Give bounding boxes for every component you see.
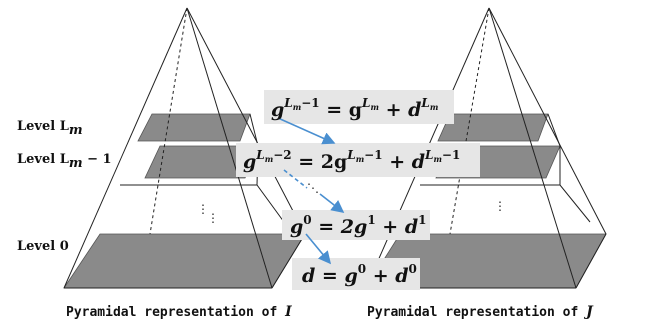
eq4-mid: = g (315, 265, 357, 287)
left-dots-1: ⋮ (197, 202, 209, 216)
eq4-plus: + d (366, 265, 408, 287)
equation-2: gLm−2 = 2gLm−1 + dLm−1 (243, 148, 460, 173)
eq3-lhs-sup: 0 (303, 213, 311, 227)
caption-right-var: J (583, 304, 594, 320)
level-lm1-text: Level L (17, 152, 69, 167)
eq1-d-sup: L (420, 96, 429, 110)
eq2-d-sup: L (424, 148, 433, 162)
caption-left-text: Pyramidal representation of (66, 305, 285, 320)
right-level-lm (437, 113, 549, 142)
level-lm1-label: Level Lm − 1 (17, 152, 112, 171)
eq1-lhs-sup-sub: m (293, 102, 301, 112)
caption-right: Pyramidal representation of J (367, 304, 594, 320)
right-lm-side (547, 113, 561, 147)
left-base-right (271, 233, 306, 289)
left-level-lm1 (144, 145, 259, 179)
left-edge-front-right (186, 7, 273, 289)
level-lm-text: Level L (17, 119, 69, 134)
eq3-mid-sup: 1 (367, 213, 375, 227)
eq3-mid: = 2g (312, 216, 368, 238)
eq1-mid: = g (320, 99, 362, 121)
eq1-lhs-sup: L (283, 96, 292, 110)
left-pyramid (63, 7, 306, 289)
equation-1: gLm−1 = gLm + dLm (271, 96, 438, 121)
caption-right-text: Pyramidal representation of (367, 305, 586, 320)
eq2-mid: = 2g (292, 151, 348, 173)
level-lm-sub: m (69, 123, 83, 138)
eq4-lhs: d (302, 265, 315, 287)
eq1-d-sup-sub: m (430, 102, 438, 112)
mid-dots: ⋱ (307, 181, 319, 195)
eq2-mid-sup-tail: −1 (364, 148, 382, 162)
arrow-eq1-eq2 (277, 117, 336, 145)
eq2-lhs-sup: L (255, 148, 264, 162)
eq3-lhs: g (290, 216, 303, 238)
eq1-mid-sup-sub: m (370, 102, 378, 112)
level-0-label: Level 0 (17, 239, 69, 254)
right-edge-back-left (449, 7, 490, 235)
eq2-d-sup-sub: m (433, 154, 441, 164)
right-edge-front-right (488, 7, 577, 289)
level-lm-label: Level Lm (17, 119, 83, 138)
eq2-mid-sup: L (346, 148, 355, 162)
left-edge-back-left (149, 7, 188, 235)
eq1-lhs-sup-tail: −1 (301, 96, 319, 110)
caption-left-var: I (284, 304, 292, 320)
eq4-box (292, 258, 420, 290)
right-edge-back-right (488, 7, 607, 235)
eq3-plus: + d (376, 216, 418, 238)
eq4-d-sup: 0 (409, 262, 417, 276)
equation-3: g0 = 2g1 + d1 (290, 213, 426, 238)
arrow-eq2-dots (283, 169, 308, 189)
eq2-mid-sup-sub: m (356, 154, 364, 164)
eq1-box (264, 90, 454, 124)
equation-4: d = g0 + d0 (302, 262, 417, 287)
left-dots-2: ⋮ (207, 211, 219, 225)
right-pyramid (365, 7, 607, 289)
level-lm1-tail: − 1 (83, 152, 112, 167)
right-dots: ⋮ (494, 199, 506, 213)
eq1-plus: + d (379, 99, 421, 121)
arrow-dots-eq3 (319, 193, 345, 213)
level-lm1-sub: m (69, 156, 83, 171)
eq2-d-sup-tail: −1 (442, 148, 460, 162)
eq1-lhs: g (271, 99, 284, 121)
left-edge-back-right (186, 7, 306, 235)
eq2-lhs-sup-sub: m (265, 154, 273, 164)
arrow-eq3-eq4 (305, 233, 332, 265)
left-level-lm (137, 113, 251, 142)
caption-left: Pyramidal representation of I (66, 304, 292, 320)
left-lm-side (249, 113, 259, 147)
eq1-mid-sup: L (361, 96, 370, 110)
eq4-mid-sup: 0 (358, 262, 366, 276)
eq2-lhs-sup-tail: −2 (273, 148, 291, 162)
eq2-box (236, 143, 480, 177)
left-level-0 (63, 233, 306, 289)
eq2-lhs: g (243, 151, 256, 173)
left-edge-front-left (63, 7, 188, 289)
eq2-plus: + d (383, 151, 425, 173)
right-base-right (575, 233, 607, 289)
eq3-d-sup: 1 (418, 213, 426, 227)
